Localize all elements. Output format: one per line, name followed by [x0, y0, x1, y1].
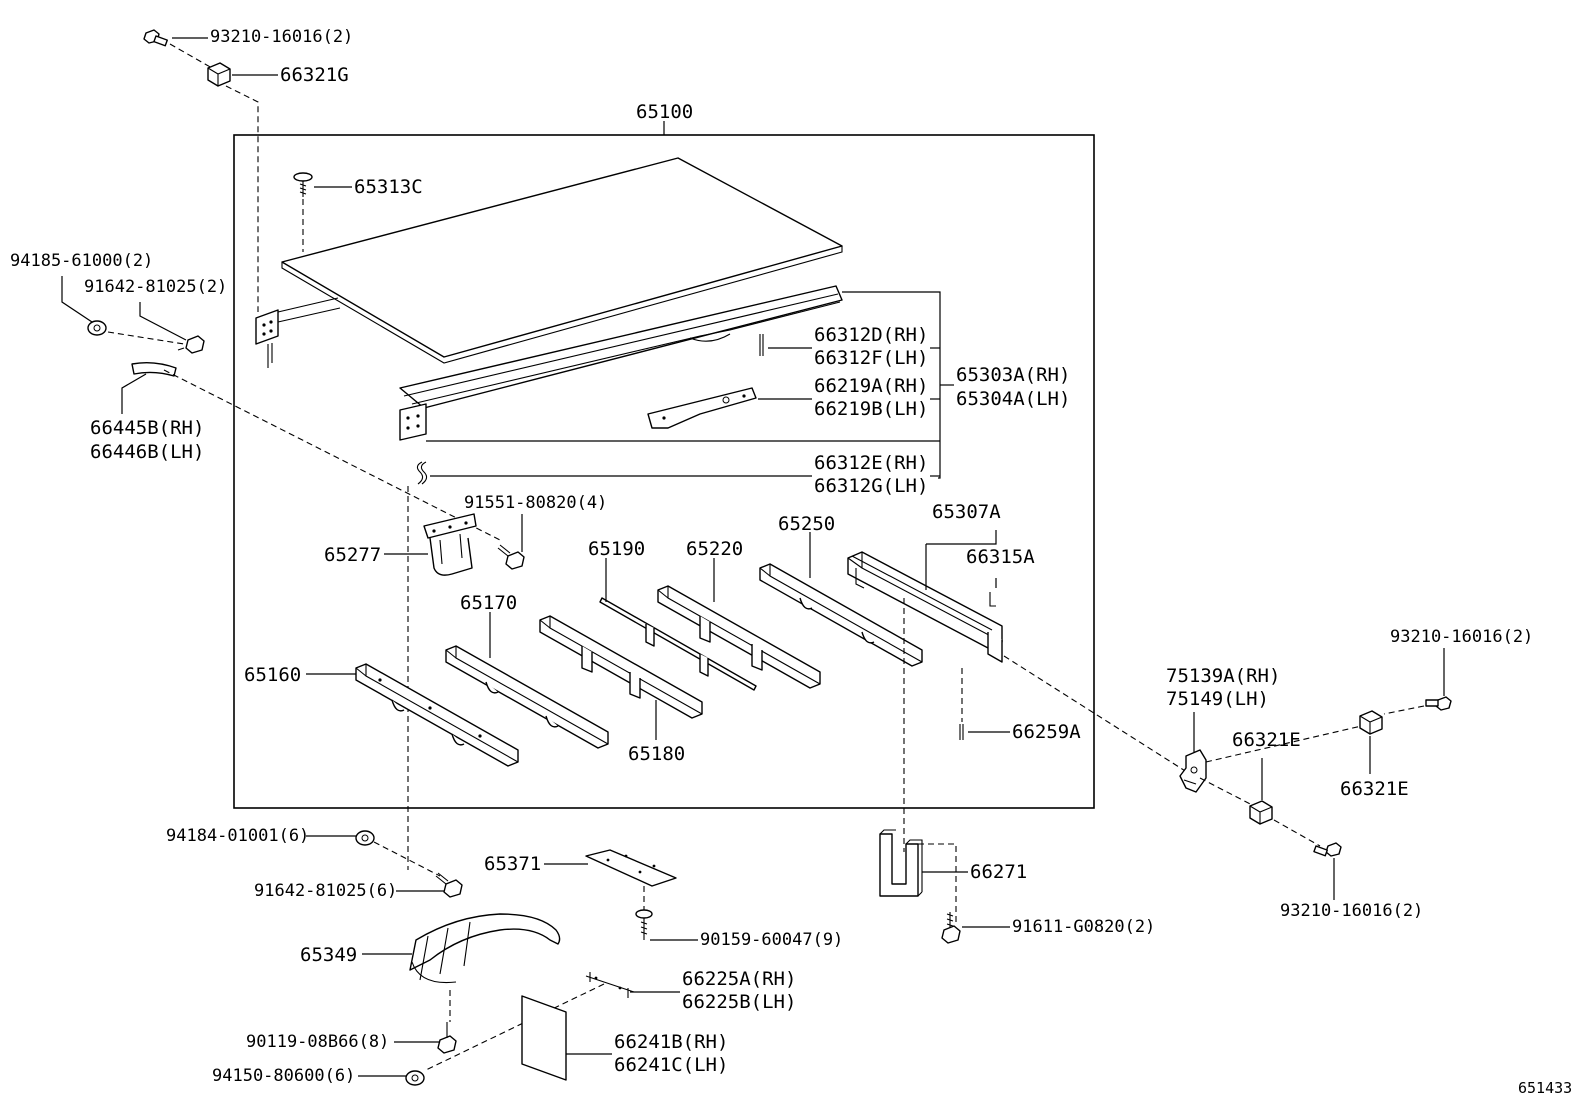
part-91611: 91611-G0820(2) [1012, 917, 1155, 937]
plate-66219A[interactable] [647, 387, 757, 429]
pin-66312D[interactable] [759, 334, 764, 356]
side-rail-65303A[interactable] [399, 285, 843, 441]
screw-90159[interactable] [635, 909, 653, 940]
part-65371: 65371 [484, 853, 541, 875]
cushion-66321E-b[interactable] [1359, 710, 1383, 735]
part-93210-top: 93210-16016(2) [210, 27, 353, 47]
part-66445B: 66445B(RH) [90, 417, 204, 439]
part-66312G: 66312G(LH) [814, 475, 928, 497]
nut-94150[interactable] [405, 1070, 425, 1086]
part-65307A: 65307A [932, 501, 1001, 523]
part-66259A: 66259A [1012, 721, 1081, 743]
part-93210-right: 93210-16016(2) [1390, 627, 1533, 647]
screw-65313C[interactable] [293, 172, 313, 197]
bolt-90119[interactable] [437, 1022, 457, 1054]
part-65349: 65349 [300, 944, 357, 966]
bolt-91611[interactable] [941, 912, 961, 944]
bracket-66445B[interactable] [131, 361, 177, 377]
mud-flap-66241B[interactable] [521, 995, 567, 1081]
bracket-66225A[interactable] [585, 972, 635, 998]
part-66321E-a: 66321E [1232, 729, 1301, 751]
part-93210-bottom: 93210-16016(2) [1280, 901, 1423, 921]
hinge-75139A[interactable] [1179, 749, 1207, 793]
hinge-bracket-left[interactable] [255, 297, 341, 368]
bracket-65277[interactable] [423, 513, 477, 576]
part-94150: 94150-80600(6) [212, 1066, 355, 1086]
part-65303A: 65303A(RH) [956, 364, 1070, 386]
nut-94184[interactable] [355, 830, 375, 846]
part-75139A: 75139A(RH) [1166, 665, 1280, 687]
part-66446B: 66446B(LH) [90, 441, 204, 463]
part-90119: 90119-08B66(8) [246, 1032, 389, 1052]
cross-member-65180[interactable] [539, 615, 703, 719]
part-91642-6: 91642-81025(6) [254, 881, 397, 901]
mudguard-65349[interactable] [409, 913, 561, 984]
pin-66312E[interactable] [416, 461, 428, 485]
part-75149: 75149(LH) [1166, 688, 1269, 710]
part-65313C: 65313C [354, 176, 423, 198]
part-65304A: 65304A(LH) [956, 388, 1070, 410]
part-65220: 65220 [686, 538, 743, 560]
part-94184: 94184-01001(6) [166, 826, 309, 846]
u-bracket-66271[interactable] [879, 829, 923, 897]
rear-sill-65307A[interactable] [847, 551, 1003, 663]
cushion-66321G[interactable] [207, 62, 231, 87]
part-90159: 90159-60047(9) [700, 930, 843, 950]
part-66312D: 66312D(RH) [814, 324, 928, 346]
part-65277: 65277 [324, 544, 381, 566]
plate-65371[interactable] [585, 849, 677, 887]
part-66312E: 66312E(RH) [814, 452, 928, 474]
cross-member-65170[interactable] [445, 645, 609, 749]
bolt-93210-right[interactable] [1425, 696, 1452, 711]
bolt-91642-6[interactable] [435, 872, 463, 898]
part-65180: 65180 [628, 743, 685, 765]
part-66321E-b: 66321E [1340, 778, 1409, 800]
part-94185: 94185-61000(2) [10, 251, 153, 271]
cross-member-65220[interactable] [657, 585, 821, 689]
part-91551: 91551-80820(4) [464, 493, 607, 513]
bolt-93210-top[interactable] [143, 29, 168, 47]
pin-66259A[interactable] [959, 724, 964, 740]
part-66271: 66271 [970, 861, 1027, 883]
part-66241C: 66241C(LH) [614, 1054, 728, 1076]
part-66312F: 66312F(LH) [814, 347, 928, 369]
nut-94185[interactable] [87, 320, 107, 336]
pin-66315A[interactable] [989, 592, 996, 607]
cross-member-65250[interactable] [759, 563, 923, 667]
part-66225B: 66225B(LH) [682, 991, 796, 1013]
part-66219A: 66219A(RH) [814, 375, 928, 397]
cushion-66321E-a[interactable] [1249, 800, 1273, 825]
bolt-93210-bottom[interactable] [1313, 842, 1342, 857]
part-66241B: 66241B(RH) [614, 1031, 728, 1053]
part-66315A: 66315A [966, 546, 1035, 568]
bolt-91551[interactable] [497, 544, 525, 570]
part-66225A: 66225A(RH) [682, 968, 796, 990]
part-66321G: 66321G [280, 64, 349, 86]
cross-member-65160[interactable] [355, 663, 519, 767]
assembly-label: 65100 [636, 101, 693, 123]
part-65160: 65160 [244, 664, 301, 686]
figure-number: 651433 [1518, 1079, 1572, 1097]
part-65170: 65170 [460, 592, 517, 614]
part-66219B: 66219B(LH) [814, 398, 928, 420]
strip-65190[interactable] [599, 597, 757, 691]
floor-panel[interactable] [281, 157, 843, 364]
part-65250: 65250 [778, 513, 835, 535]
part-65190: 65190 [588, 538, 645, 560]
part-91642-2: 91642-81025(2) [84, 277, 227, 297]
bolt-91642-2[interactable] [177, 335, 205, 354]
